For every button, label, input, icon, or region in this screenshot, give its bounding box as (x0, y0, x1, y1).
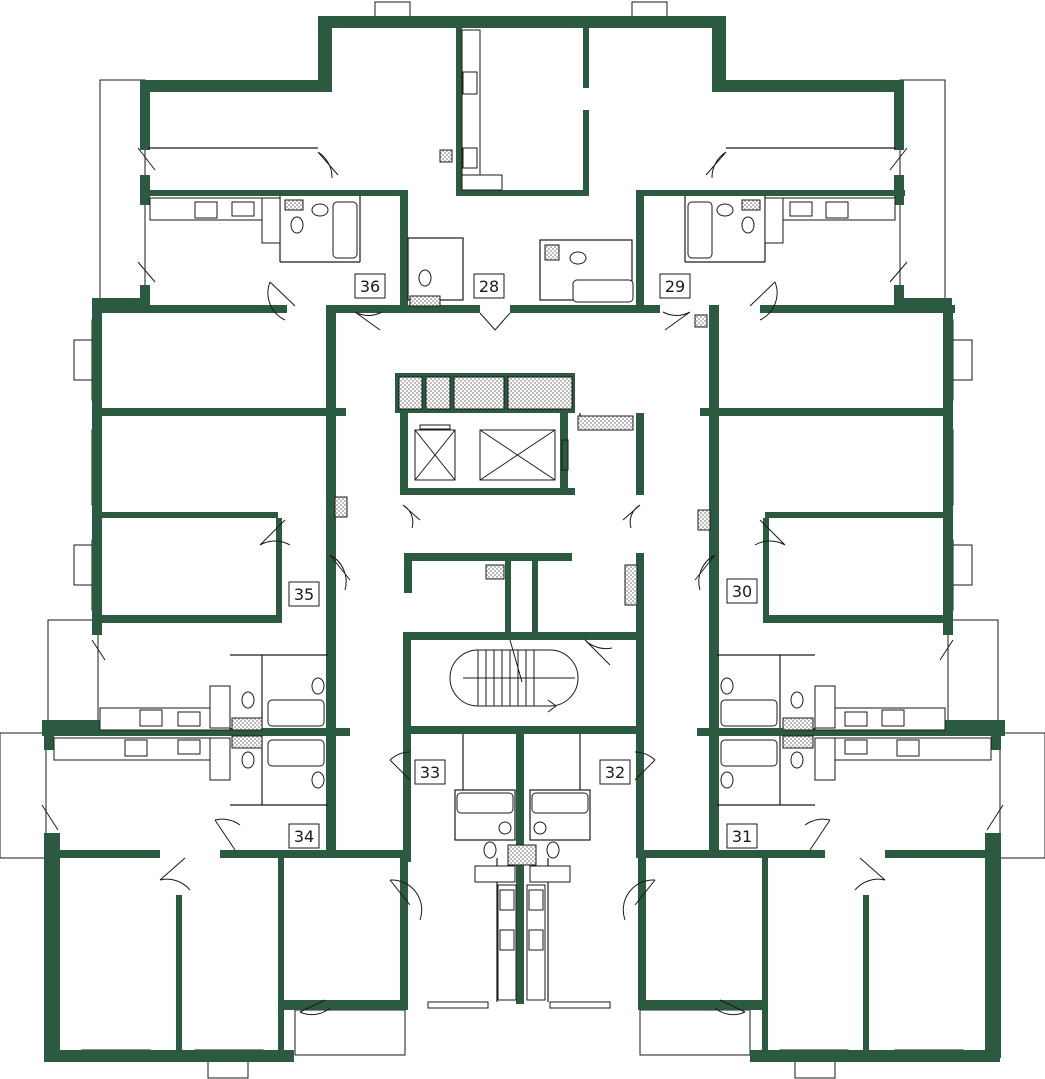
walls (42, 16, 1005, 1062)
apartment-number: 28 (479, 277, 499, 296)
apartment-label-35: 35 (288, 581, 320, 607)
apartment-label-33: 33 (414, 759, 446, 785)
apartment-labels: 36 28 29 35 30 33 32 34 (288, 273, 758, 849)
apartment-number: 31 (732, 827, 752, 846)
apartment-number: 29 (665, 277, 685, 296)
apartment-label-34: 34 (288, 823, 320, 849)
apartment-number: 36 (360, 277, 380, 296)
lift-shafts (414, 424, 569, 481)
apartment-number: 30 (732, 582, 752, 601)
apartment-number: 34 (294, 827, 314, 846)
door-swings (41, 147, 1004, 1016)
apartment-label-32: 32 (599, 759, 631, 785)
apartment-number: 32 (605, 763, 625, 782)
apartment-number: 35 (294, 585, 314, 604)
apartment-label-36: 36 (354, 273, 386, 299)
apartment-label-28: 28 (473, 273, 505, 299)
shafts (231, 149, 814, 866)
apartment-number: 33 (420, 763, 440, 782)
apartment-label-30: 30 (726, 578, 758, 604)
staircase (449, 639, 579, 713)
apartment-label-31: 31 (726, 823, 758, 849)
fixtures (53, 29, 992, 1001)
apartment-label-29: 29 (659, 273, 691, 299)
